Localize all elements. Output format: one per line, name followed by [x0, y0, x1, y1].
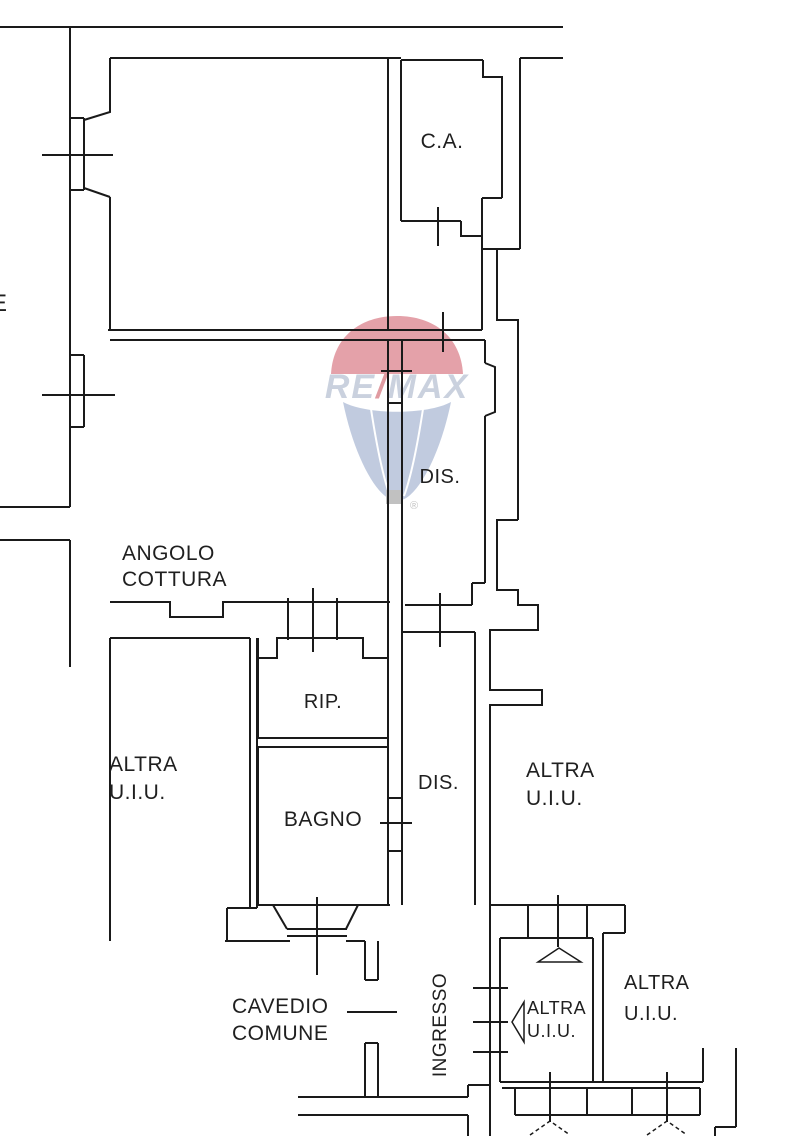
- room-label-cavedio-comune: CAVEDIO COMUNE: [232, 995, 329, 1046]
- room-label-rip: RIP.: [303, 691, 343, 713]
- room-label-altra-left: ALTRA U.I.U.: [109, 753, 178, 805]
- top-room-and-ca-walls: [83, 57, 520, 520]
- balloon-basket: [386, 490, 403, 504]
- balloon-fan: [343, 402, 451, 501]
- room-label-altra-small: ALTRA U.I.U.: [527, 998, 587, 1042]
- symbols-layer: [511, 947, 688, 1136]
- room-label-ca: C.A.: [420, 130, 464, 153]
- bottom-rooms-walls: [474, 632, 737, 1136]
- room-label-dis-lower: DIS.: [418, 772, 459, 794]
- registered-mark-icon: ®: [410, 500, 418, 512]
- room-label-altra-bottom-right: ALTRA U.I.U.: [624, 972, 690, 1025]
- room-label-bagno: BAGNO: [283, 808, 363, 831]
- left-facade-wall: [69, 27, 85, 667]
- door-swing-arrow-icon: [511, 999, 525, 1045]
- stair-direction-triangle-icon: [535, 947, 584, 963]
- mid-wall-band: [108, 329, 485, 341]
- edge-text-fragment: E: [0, 288, 8, 319]
- door-window-ticks: [42, 154, 668, 1122]
- corridor-walls: [387, 340, 496, 905]
- room-label-angolo-cottura: ANGOLO COTTURA: [122, 542, 227, 592]
- room-label-ingresso: INGRESSO: [430, 972, 451, 1078]
- right-boundary-walls: [489, 519, 543, 1136]
- walls-layer: [0, 26, 737, 1136]
- remax-logo-text: RE/MAX: [325, 368, 470, 406]
- kitchen-rip-walls: [109, 601, 390, 942]
- remax-balloon-watermark: RE/MAX ®: [325, 316, 470, 512]
- stair-chevron-icons: [529, 1120, 688, 1136]
- outer-walls: [0, 26, 563, 541]
- room-label-dis-upper: DIS.: [419, 466, 461, 488]
- room-label-altra-right: ALTRA U.I.U.: [526, 759, 595, 811]
